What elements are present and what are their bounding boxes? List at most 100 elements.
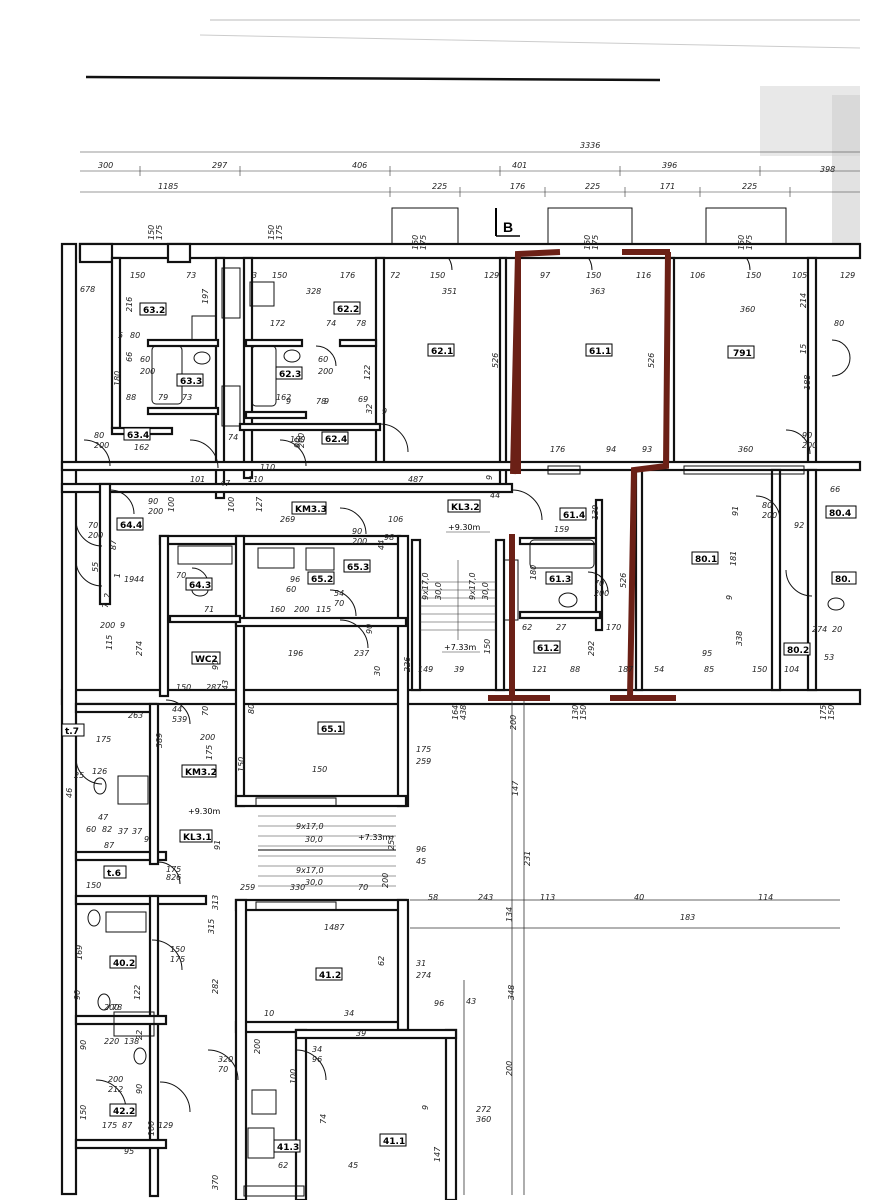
room-63-2: 63.2 (139, 302, 167, 316)
dim-top-4: 401 (512, 161, 527, 170)
dimension-label: 105 (792, 271, 807, 280)
dimension-label: 127 (255, 496, 264, 512)
dimension-label: 96 (290, 575, 300, 584)
dimension-label: 71 (204, 605, 214, 614)
dimension-label: 269 (280, 515, 295, 524)
dimension-label: 121 (532, 665, 547, 674)
room-41-3: 41.3 (273, 1139, 301, 1153)
dimension-label: 106 (388, 515, 403, 524)
dimension-label: 175 (819, 705, 828, 720)
dimension-label: 44 (377, 540, 386, 550)
dimension-label: 37 (132, 827, 143, 836)
dimension-label: 150 (147, 225, 156, 240)
dimension-label: 150 (746, 271, 761, 280)
dimension-label: 200 (148, 507, 163, 516)
room-63-3: 63.3 (176, 373, 204, 387)
room-65-3: 65.3 (343, 559, 371, 573)
stair-label: 9x17,0 (296, 866, 324, 875)
dimension-label: 200 (88, 531, 103, 540)
dimension-label: 237 (354, 649, 370, 658)
dimension-label: 196 (288, 649, 303, 658)
dimension-label: 44 (172, 705, 182, 714)
dimension-label: 175 (166, 865, 181, 874)
dimension-label: 200 (100, 621, 115, 630)
scan-artifacts (85, 19, 861, 255)
dim-total-top: 3336 (580, 141, 600, 150)
room-42-2: 42.2 (109, 1103, 137, 1117)
dimension-label: 175 (96, 735, 111, 744)
dimension-label: 138 (124, 1037, 139, 1046)
dim-top-2: 297 (212, 161, 228, 170)
room-64-3: 64.3 (185, 577, 213, 591)
room-65-2: 65.2 (307, 571, 335, 585)
dimension-label: 70 (334, 599, 344, 608)
dimension-label: 90 (352, 527, 362, 536)
room-791: 791 (727, 345, 755, 359)
dimension-label: 169 (75, 945, 84, 960)
dimension-label: 826 (166, 873, 181, 882)
level-markers: +9.30m +7.33m +9.30m +7.33m (188, 523, 490, 842)
room-61-4: 61.4 (559, 507, 587, 521)
dimension-label: 39 (454, 665, 464, 674)
svg-text:KM3.2: KM3.2 (185, 768, 217, 778)
dimension-label: 100 (290, 435, 305, 444)
dimension-label: 69 (358, 395, 368, 404)
dimension-label: 360 (738, 445, 753, 454)
dimension-label: 126 (92, 767, 107, 776)
dimension-label: 200 (381, 873, 390, 888)
room-62-3: 62.3 (275, 366, 303, 380)
dimension-label: 85 (704, 665, 714, 674)
dimension-label: 78 (316, 397, 326, 406)
dimension-label: 90 (73, 990, 82, 1000)
dimension-label: 90 (135, 1084, 144, 1094)
dimension-label: 175 (205, 745, 214, 760)
dimension-label: 150 (483, 639, 492, 654)
dimension-label: 338 (735, 631, 744, 646)
dimension-label: 129 (840, 271, 855, 280)
dimension-label: 315 (207, 919, 216, 934)
room-41-2: 41.2 (315, 967, 343, 981)
stair-label: 30,0 (481, 582, 490, 600)
dimension-label: 93 (642, 445, 652, 454)
dimension-label: 53 (824, 653, 834, 662)
dimension-label: 172 (270, 319, 285, 328)
dimension-label: 259 (416, 757, 431, 766)
highlight-outline (488, 249, 676, 701)
dimension-label: 175 (416, 745, 431, 754)
svg-text:62.3: 62.3 (279, 370, 301, 380)
dimension-label: 114 (758, 893, 773, 902)
dimension-label: 72 (390, 271, 400, 280)
dimension-label: 91 (731, 506, 740, 516)
dimension-label: 110 (260, 463, 275, 472)
svg-text:65.3: 65.3 (347, 563, 369, 573)
dimension-label: 150 (267, 225, 276, 240)
dimension-label: 95 (702, 649, 712, 658)
dimension-label: 90 (79, 1040, 88, 1050)
dimension-label: 54 (334, 589, 344, 598)
dimension-label: 259 (240, 883, 255, 892)
dimension-label: 216 (125, 297, 134, 312)
dimension-label: 526 (491, 353, 500, 368)
dimension-label: 200 (505, 1061, 514, 1076)
dimension-label: 150 (411, 235, 420, 250)
dimension-label: 2 (103, 593, 112, 598)
dimension-label: 200 (200, 733, 215, 742)
room-65-1: 65.1 (317, 721, 345, 735)
dimension-label: 200 (594, 589, 609, 598)
dimension-label: 60 (86, 825, 96, 834)
dim-top-6: 398 (820, 165, 835, 174)
dimension-label: 92 (794, 521, 804, 530)
dimension-label: 80 (834, 319, 844, 328)
svg-text:+9.30m: +9.30m (448, 523, 481, 532)
svg-text:WC2: WC2 (195, 655, 218, 665)
dimension-label: 31 (416, 959, 426, 968)
dimension-label: 164 (451, 705, 460, 720)
dimension-label: 66 (830, 485, 840, 494)
dimension-label: 43 (466, 997, 476, 1006)
dimension-label: 79 (158, 393, 168, 402)
dimension-label: 150 (86, 881, 101, 890)
dimension-label: 197 (201, 288, 210, 304)
dimension-label: 88 (570, 665, 580, 674)
dimension-label: 90 (293, 438, 302, 448)
room-kl3-1: KL3.1 (179, 829, 213, 843)
